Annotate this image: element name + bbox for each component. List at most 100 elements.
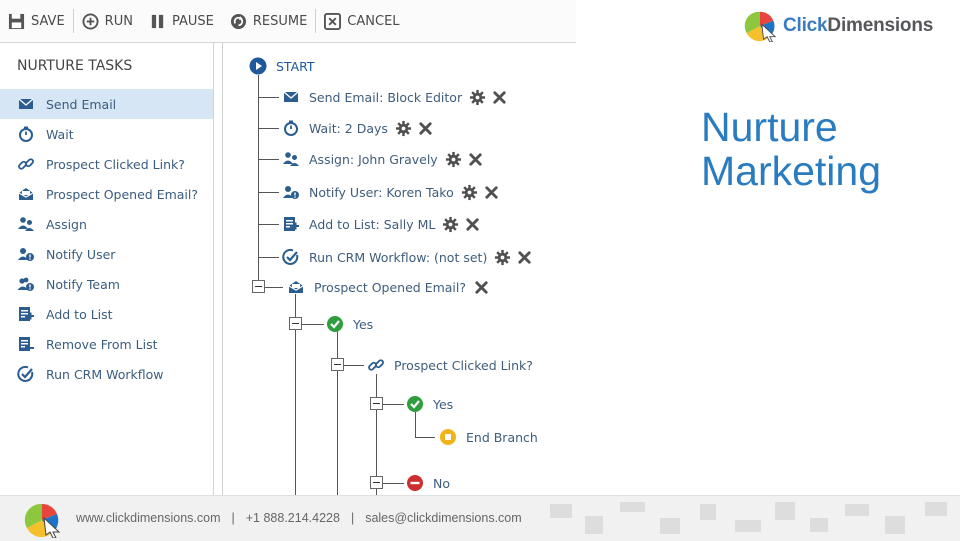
close-icon[interactable]	[464, 216, 481, 233]
notify-user-icon	[282, 183, 300, 201]
nurture-tasks-header: NURTURE TASKS	[17, 58, 133, 74]
workflow-icon	[17, 365, 35, 383]
task-wait[interactable]: Wait	[0, 119, 213, 149]
pause-label: PAUSE	[171, 13, 214, 29]
add-list-icon	[282, 215, 300, 233]
connector-line	[265, 287, 283, 288]
collapse-toggle[interactable]	[331, 358, 344, 371]
flow-step-add-to-list[interactable]: Add to List: Sally ML	[282, 215, 481, 233]
clickdimensions-logo-icon	[742, 10, 778, 42]
run-button[interactable]: RUN	[74, 0, 141, 42]
start-label: START	[276, 58, 315, 74]
flow-start[interactable]: START	[249, 57, 315, 75]
pause-button[interactable]: PAUSE	[141, 0, 222, 42]
gear-icon[interactable]	[461, 184, 478, 201]
footer-phone: +1 888.214.4228	[245, 511, 340, 525]
notify-team-icon	[17, 275, 35, 293]
connector-line	[259, 159, 279, 160]
task-notify-user[interactable]: Notify User	[0, 239, 213, 269]
step-label: Prospect Clicked Link?	[394, 357, 533, 373]
task-label: Remove From List	[46, 336, 158, 352]
connector-line	[383, 483, 404, 484]
gear-icon[interactable]	[442, 216, 459, 233]
connector-line	[415, 408, 416, 438]
close-icon[interactable]	[516, 249, 533, 266]
stop-icon	[406, 474, 424, 492]
footer-logo-icon	[22, 502, 62, 538]
footer	[0, 495, 960, 541]
branch-no[interactable]: No	[406, 474, 450, 492]
task-run-crm-workflow[interactable]: Run CRM Workflow	[0, 359, 213, 389]
gear-icon[interactable]	[395, 120, 412, 137]
branch-yes[interactable]: Yes	[326, 315, 373, 333]
toolbar-divider	[72, 9, 74, 33]
task-remove-from-list[interactable]: Remove From List	[0, 329, 213, 359]
task-label: Notify User	[46, 246, 116, 262]
gear-icon[interactable]	[494, 249, 511, 266]
stopwatch-icon	[282, 119, 300, 137]
canvas-divider	[222, 43, 223, 495]
close-icon[interactable]	[483, 184, 500, 201]
start-icon	[249, 57, 267, 75]
collapse-toggle[interactable]	[252, 280, 265, 293]
flow-step-run-crm-workflow[interactable]: Run CRM Workflow: (not set)	[282, 248, 533, 266]
connector-line	[259, 128, 279, 129]
footer-separator: |	[350, 511, 355, 525]
resume-icon	[230, 13, 246, 29]
envelope-icon	[17, 95, 35, 113]
task-label: Run CRM Workflow	[46, 366, 164, 382]
task-label: Assign	[46, 216, 87, 232]
collapse-toggle[interactable]	[370, 397, 383, 410]
close-icon[interactable]	[491, 89, 508, 106]
connector-line	[259, 224, 279, 225]
flow-step-notify-user[interactable]: Notify User: Koren Tako	[282, 183, 500, 201]
step-label: End Branch	[466, 429, 538, 445]
gear-icon[interactable]	[469, 89, 486, 106]
task-label: Notify Team	[46, 276, 120, 292]
users-icon	[282, 150, 300, 168]
task-label: Prospect Opened Email?	[46, 186, 199, 202]
flow-step-prospect-opened-email[interactable]: Prospect Opened Email?	[287, 278, 490, 296]
flow-step-assign[interactable]: Assign: John Gravely	[282, 150, 484, 168]
branch-label: Yes	[353, 316, 374, 332]
task-prospect-opened-email[interactable]: Prospect Opened Email?	[0, 179, 213, 209]
resume-label: RESUME	[252, 13, 308, 29]
task-assign[interactable]: Assign	[0, 209, 213, 239]
connector-line	[259, 192, 279, 193]
close-icon[interactable]	[473, 279, 490, 296]
flow-end-branch[interactable]: End Branch	[439, 428, 538, 446]
footer-website[interactable]: www.clickdimensions.com	[76, 511, 221, 525]
task-prospect-clicked-link[interactable]: Prospect Clicked Link?	[0, 149, 213, 179]
save-button[interactable]: SAVE	[0, 0, 73, 42]
task-label: Prospect Clicked Link?	[46, 156, 185, 172]
link-icon	[367, 356, 385, 374]
footer-separator: |	[231, 511, 235, 525]
branch-yes[interactable]: Yes	[406, 395, 453, 413]
brand-logo-text: ClickDimensions	[783, 15, 934, 36]
collapse-toggle[interactable]	[370, 476, 383, 489]
nurture-tasks-panel: NURTURE TASKS Send Email Wait Prospect C…	[0, 43, 214, 495]
resume-button[interactable]: RESUME	[222, 0, 315, 42]
close-icon[interactable]	[417, 120, 434, 137]
open-envelope-icon	[287, 278, 305, 296]
flow-step-wait[interactable]: Wait: 2 Days	[282, 119, 434, 137]
footer-email[interactable]: sales@clickdimensions.com	[365, 511, 522, 525]
flow-step-prospect-clicked-link[interactable]: Prospect Clicked Link?	[367, 356, 533, 374]
task-notify-team[interactable]: Notify Team	[0, 269, 213, 299]
connector-line	[415, 437, 435, 438]
footer-contact: www.clickdimensions.com | +1 888.214.4228 |…	[76, 511, 522, 525]
connector-line	[302, 324, 324, 325]
brand-logo: ClickDimensions	[742, 10, 933, 42]
task-send-email[interactable]: Send Email	[0, 89, 213, 119]
flow-step-send-email[interactable]: Send Email: Block Editor	[282, 88, 508, 106]
close-icon[interactable]	[467, 151, 484, 168]
cancel-button[interactable]: CANCEL	[316, 0, 407, 42]
collapse-toggle[interactable]	[289, 317, 302, 330]
stopwatch-icon	[17, 125, 35, 143]
connector-line	[376, 374, 377, 495]
save-icon	[8, 13, 25, 29]
task-add-to-list[interactable]: Add to List	[0, 299, 213, 329]
gear-icon[interactable]	[445, 151, 462, 168]
branch-label: Yes	[433, 396, 454, 412]
connector-line	[337, 330, 338, 495]
